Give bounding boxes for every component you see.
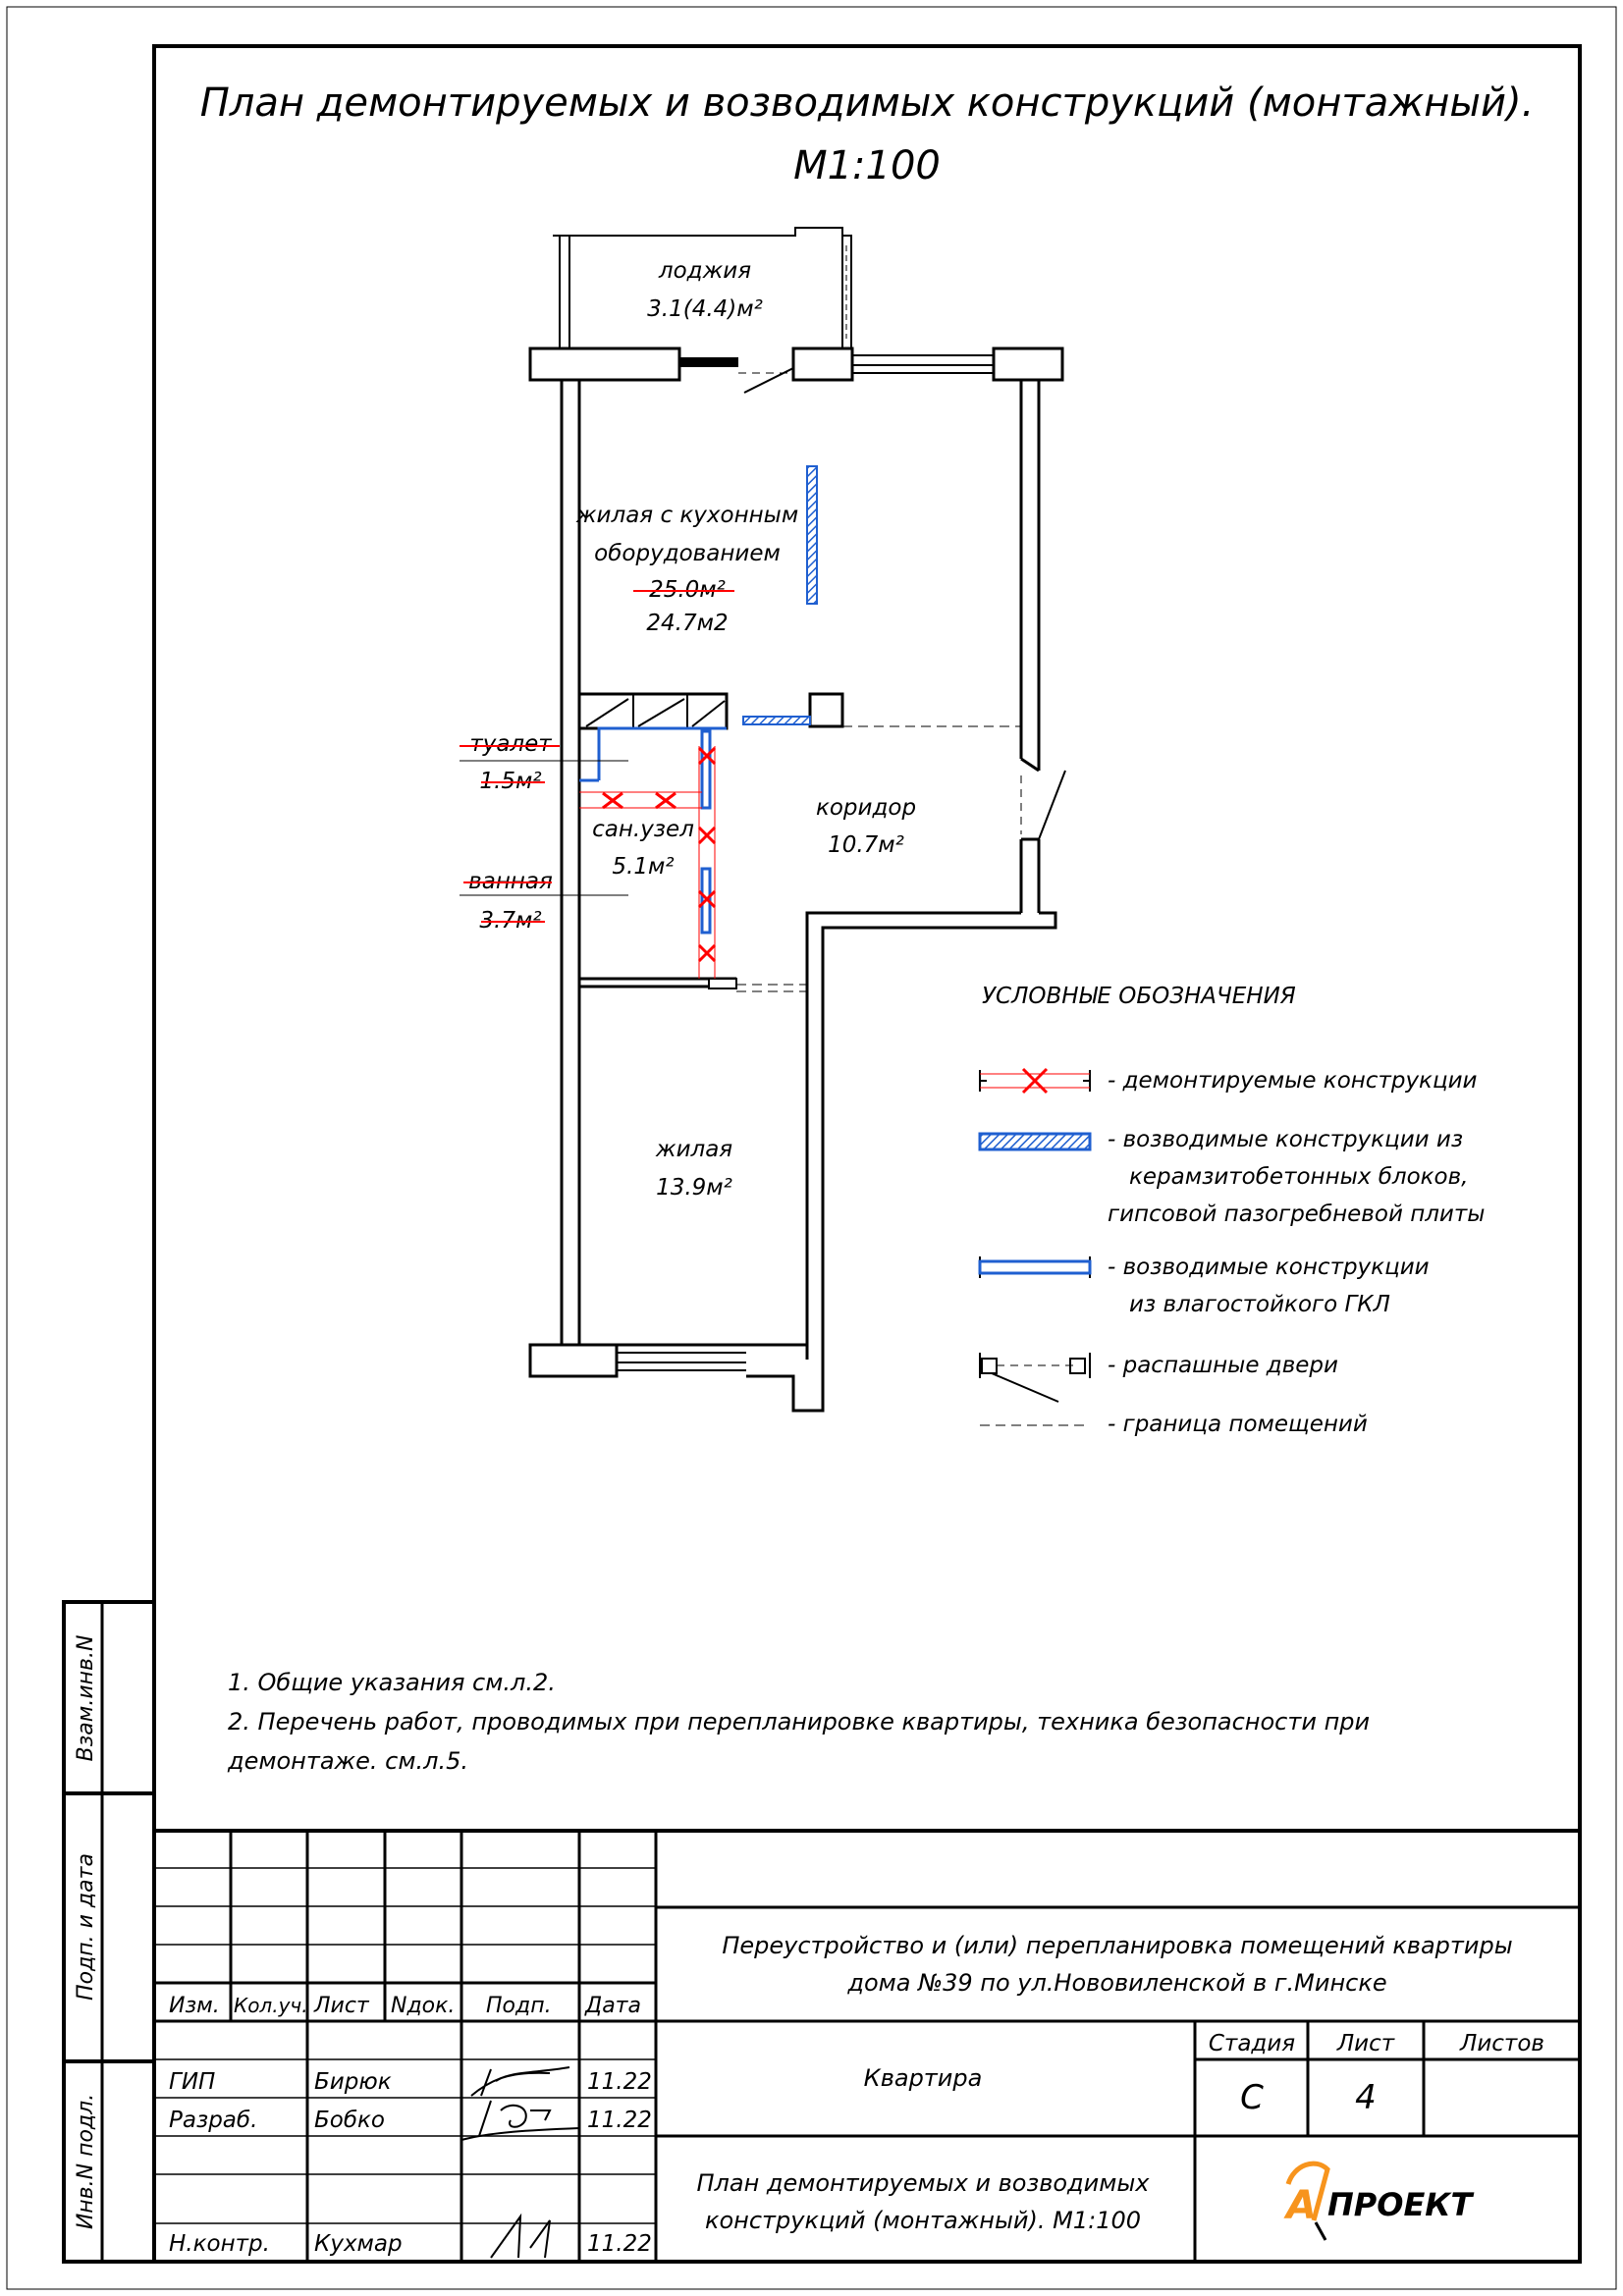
legend-block-symbol [978, 1132, 1092, 1151]
legend-gkl-symbol [978, 1256, 1092, 1278]
svg-text:- демонтируемые конструкции: - демонтируемые конструкции [1108, 1068, 1478, 1094]
svg-text:демонтаже. см.л.5.: демонтаже. см.л.5. [227, 1747, 468, 1775]
legend-demolish-symbol [979, 1067, 1091, 1095]
legend: УСЛОВНЫЕ ОБОЗНАЧЕНИЯ - демонтируемые кон… [978, 984, 1485, 1437]
svg-text:- граница помещений: - граница помещений [1108, 1412, 1368, 1437]
svg-text:ПРОЕКТ: ПРОЕКТ [1327, 2186, 1474, 2223]
svg-text:План демонтируемых и возводимы: План демонтируемых и возводимых [696, 2169, 1150, 2197]
svg-text:керамзитобетонных блоков,: керамзитобетонных блоков, [1129, 1164, 1468, 1190]
svg-text:из влагостойкого ГКЛ: из влагостойкого ГКЛ [1129, 1292, 1390, 1317]
svg-text:10.7м²: 10.7м² [828, 832, 904, 858]
title-block-text: Изм. Кол.уч. Лист Nдок. Подп. Дата ГИП Б… [169, 1932, 1544, 2257]
svg-text:дома №39 по ул.Нововиленской в: дома №39 по ул.Нововиленской в г.Минске [846, 1969, 1386, 1997]
stamp-vzam-inv: Взам.инв.N [74, 1635, 98, 1762]
svg-text:11.22: 11.22 [587, 2069, 652, 2095]
svg-text:4: 4 [1355, 2078, 1377, 2117]
svg-text:сан.узел: сан.узел [592, 817, 694, 842]
ventilation-shaft [577, 692, 844, 730]
svg-text:11.22: 11.22 [587, 2108, 652, 2133]
svg-text:- распашные двери: - распашные двери [1108, 1353, 1338, 1378]
svg-text:- возводимые конструкции: - возводимые конструкции [1108, 1255, 1430, 1280]
new-block-walls [742, 465, 818, 725]
svg-text:М1:100: М1:100 [793, 143, 941, 188]
loggia-walls [553, 227, 852, 349]
svg-text:коридор: коридор [816, 795, 916, 821]
svg-text:Разраб.: Разраб. [169, 2108, 257, 2133]
svg-text:Н.контр.: Н.контр. [169, 2231, 270, 2257]
stamp-inv-podl: Инв.N подл. [74, 2094, 98, 2229]
drawing-frame [152, 44, 1582, 2264]
svg-text:лоджия: лоджия [658, 258, 751, 284]
svg-text:Переустройство и (или) перепла: Переустройство и (или) перепланировка по… [722, 1932, 1512, 1959]
svg-text:туалет: туалет [469, 731, 552, 757]
demolished-structures [579, 746, 717, 979]
svg-text:24.7м2: 24.7м2 [646, 611, 728, 636]
svg-text:- возводимые конструкции из: - возводимые конструкции из [1108, 1127, 1463, 1152]
stamp-podp-data: Подп. и дата [74, 1853, 98, 2001]
general-notes: 1. Общие указания см.л.2. 2. Перечень ра… [227, 1669, 1370, 1775]
svg-text:Nдок.: Nдок. [391, 1994, 455, 2018]
svg-text:Изм.: Изм. [169, 1994, 220, 2018]
svg-text:Дата: Дата [584, 1994, 641, 2018]
svg-text:Лист: Лист [1336, 2031, 1395, 2056]
svg-text:Бирюк: Бирюк [314, 2069, 392, 2095]
svg-text:13.9м²: 13.9м² [656, 1175, 732, 1201]
svg-text:План демонтируемых и возводимы: План демонтируемых и возводимых конструк… [200, 80, 1535, 126]
signatures [460, 2066, 580, 2259]
drawing-title: План демонтируемых и возводимых конструк… [200, 80, 1535, 188]
side-stamp [62, 1600, 156, 2264]
svg-text:Кухмар: Кухмар [314, 2231, 403, 2257]
right-exterior-wall [1019, 380, 1066, 913]
corridor-walls [805, 911, 1057, 1360]
svg-text:Кол.уч.: Кол.уч. [234, 1994, 308, 2017]
svg-text:жилая с кухонным: жилая с кухонным [575, 503, 798, 528]
svg-text:2. Перечень работ, проводимых: 2. Перечень работ, проводимых при перепл… [228, 1708, 1370, 1735]
svg-text:гипсовой пазогребневой плиты: гипсовой пазогребневой плиты [1108, 1201, 1485, 1227]
svg-text:1. Общие указания см.л.2.: 1. Общие указания см.л.2. [228, 1669, 556, 1696]
svg-text:конструкций (монтажный). М1:10: конструкций (монтажный). М1:100 [705, 2207, 1141, 2234]
loggia-wall [528, 347, 1064, 394]
page-trim [6, 6, 1617, 2290]
floor-plan [528, 227, 1066, 1413]
svg-text:Стадия: Стадия [1209, 2031, 1295, 2056]
svg-text:ГИП: ГИП [169, 2069, 215, 2095]
title-block [154, 1829, 1580, 2262]
svg-text:С: С [1240, 2078, 1264, 2117]
svg-text:А: А [1283, 2183, 1317, 2228]
room-labels: лоджия 3.1(4.4)м² жилая с кухонным обору… [460, 258, 916, 1201]
svg-text:5.1м²: 5.1м² [612, 854, 674, 880]
svg-text:жилая: жилая [655, 1137, 732, 1162]
company-logo: А ПРОЕКТ [1283, 2161, 1474, 2241]
svg-text:Листов: Листов [1459, 2031, 1544, 2056]
left-exterior-wall [560, 380, 581, 1345]
svg-text:Квартира: Квартира [864, 2064, 983, 2092]
legend-door-symbol [979, 1353, 1091, 1403]
svg-text:3.1(4.4)м²: 3.1(4.4)м² [647, 296, 763, 322]
svg-text:Бобко: Бобко [314, 2108, 385, 2133]
svg-text:оборудованием: оборудованием [594, 541, 781, 566]
svg-text:Подп.: Подп. [486, 1994, 552, 2018]
svg-text:Лист: Лист [313, 1994, 370, 2018]
svg-text:УСЛОВНЫЕ ОБОЗНАЧЕНИЯ: УСЛОВНЫЕ ОБОЗНАЧЕНИЯ [982, 984, 1296, 1009]
svg-text:11.22: 11.22 [587, 2231, 652, 2257]
bottom-exterior-wall [528, 1343, 825, 1413]
